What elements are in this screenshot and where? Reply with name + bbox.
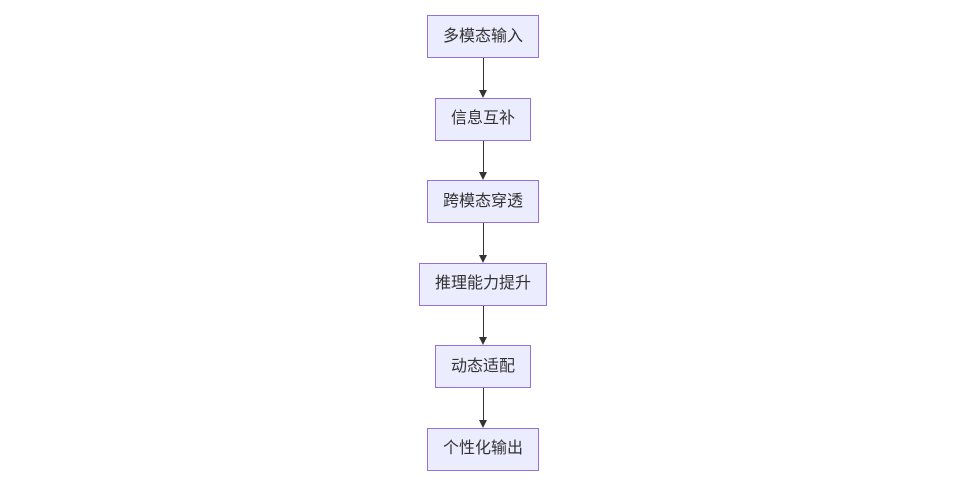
arrow-down-icon — [478, 58, 488, 98]
arrow-line — [482, 58, 484, 90]
arrow-down-icon — [478, 223, 488, 263]
arrow-down-icon — [478, 305, 488, 345]
arrow-line — [482, 223, 484, 255]
arrowhead-icon — [479, 419, 487, 428]
arrowhead-icon — [479, 337, 487, 345]
arrow-down-icon — [478, 140, 488, 180]
flow-node-crossmodal-penetration: 跨模态穿透 — [426, 180, 539, 223]
flow-node-info-complement: 信息互补 — [434, 97, 531, 141]
arrow-line — [482, 140, 484, 172]
arrow-down-icon — [478, 388, 488, 428]
flow-node-personalized-output: 个性化输出 — [426, 427, 539, 471]
arrow-line — [482, 305, 484, 337]
flow-node-reasoning-improvement: 推理能力提升 — [418, 262, 547, 306]
flow-node-multimodal-input: 多模态输入 — [426, 15, 539, 58]
arrowhead-icon — [479, 172, 487, 180]
arrowhead-icon — [479, 89, 487, 98]
flow-node-dynamic-adaptation: 动态适配 — [434, 345, 531, 388]
arrow-line — [482, 388, 484, 420]
arrowhead-icon — [479, 254, 487, 263]
